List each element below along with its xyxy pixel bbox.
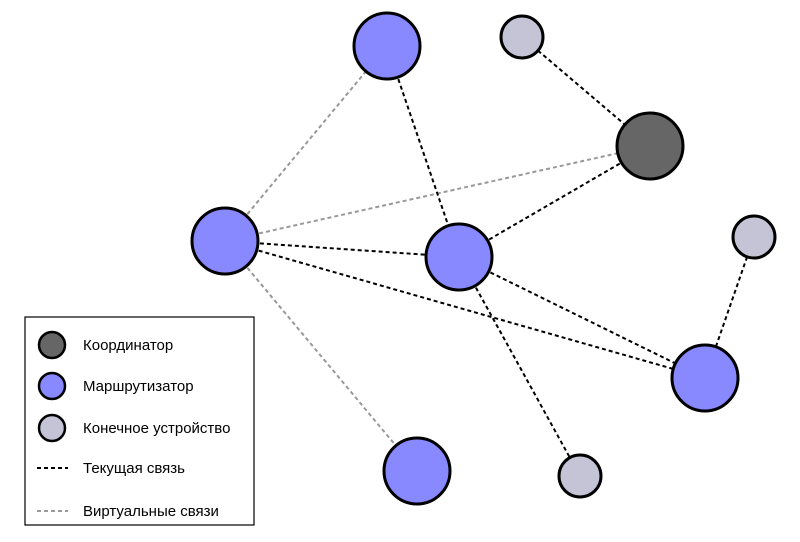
node-router-right — [670, 343, 740, 413]
current-link-router-center-router-right — [458, 256, 706, 379]
current-link-coordinator-router-center — [458, 145, 651, 258]
legend-coordinator-swatch — [37, 330, 67, 360]
node-router-center — [424, 222, 494, 292]
current-link-router-left-router-center — [224, 240, 460, 258]
current-link-router-top-router-center — [386, 45, 460, 258]
node-router-bottom — [382, 436, 452, 506]
virtual-link-router-left-router-bottom — [224, 240, 418, 472]
node-end-bottom — [557, 453, 603, 499]
legend-end-device-label: Конечное устройство — [83, 420, 230, 437]
legend-router-label: Маршрутизатор — [83, 378, 194, 395]
node-router-top — [352, 11, 422, 81]
node-end-right — [731, 214, 777, 260]
node-end-top — [499, 14, 545, 60]
nodes-layer — [190, 11, 777, 506]
current-link-router-left-router-right — [224, 240, 706, 379]
legend-virtual-links-label: Виртуальные связи — [83, 503, 219, 520]
legend-coordinator-label: Координатор — [83, 337, 173, 354]
legend: Координатор Маршрутизатор Конечное устро… — [24, 316, 255, 526]
legend-current-link-label: Текущая связь — [83, 460, 185, 477]
node-coordinator — [615, 111, 685, 181]
node-router-left — [190, 206, 260, 276]
virtual-link-router-left-router-top — [224, 45, 388, 242]
current-link-end-right-router-right — [704, 236, 755, 379]
legend-router-swatch — [37, 371, 67, 401]
current-link-router-center-end-bottom — [458, 256, 581, 477]
legend-end-device-swatch — [37, 413, 67, 443]
